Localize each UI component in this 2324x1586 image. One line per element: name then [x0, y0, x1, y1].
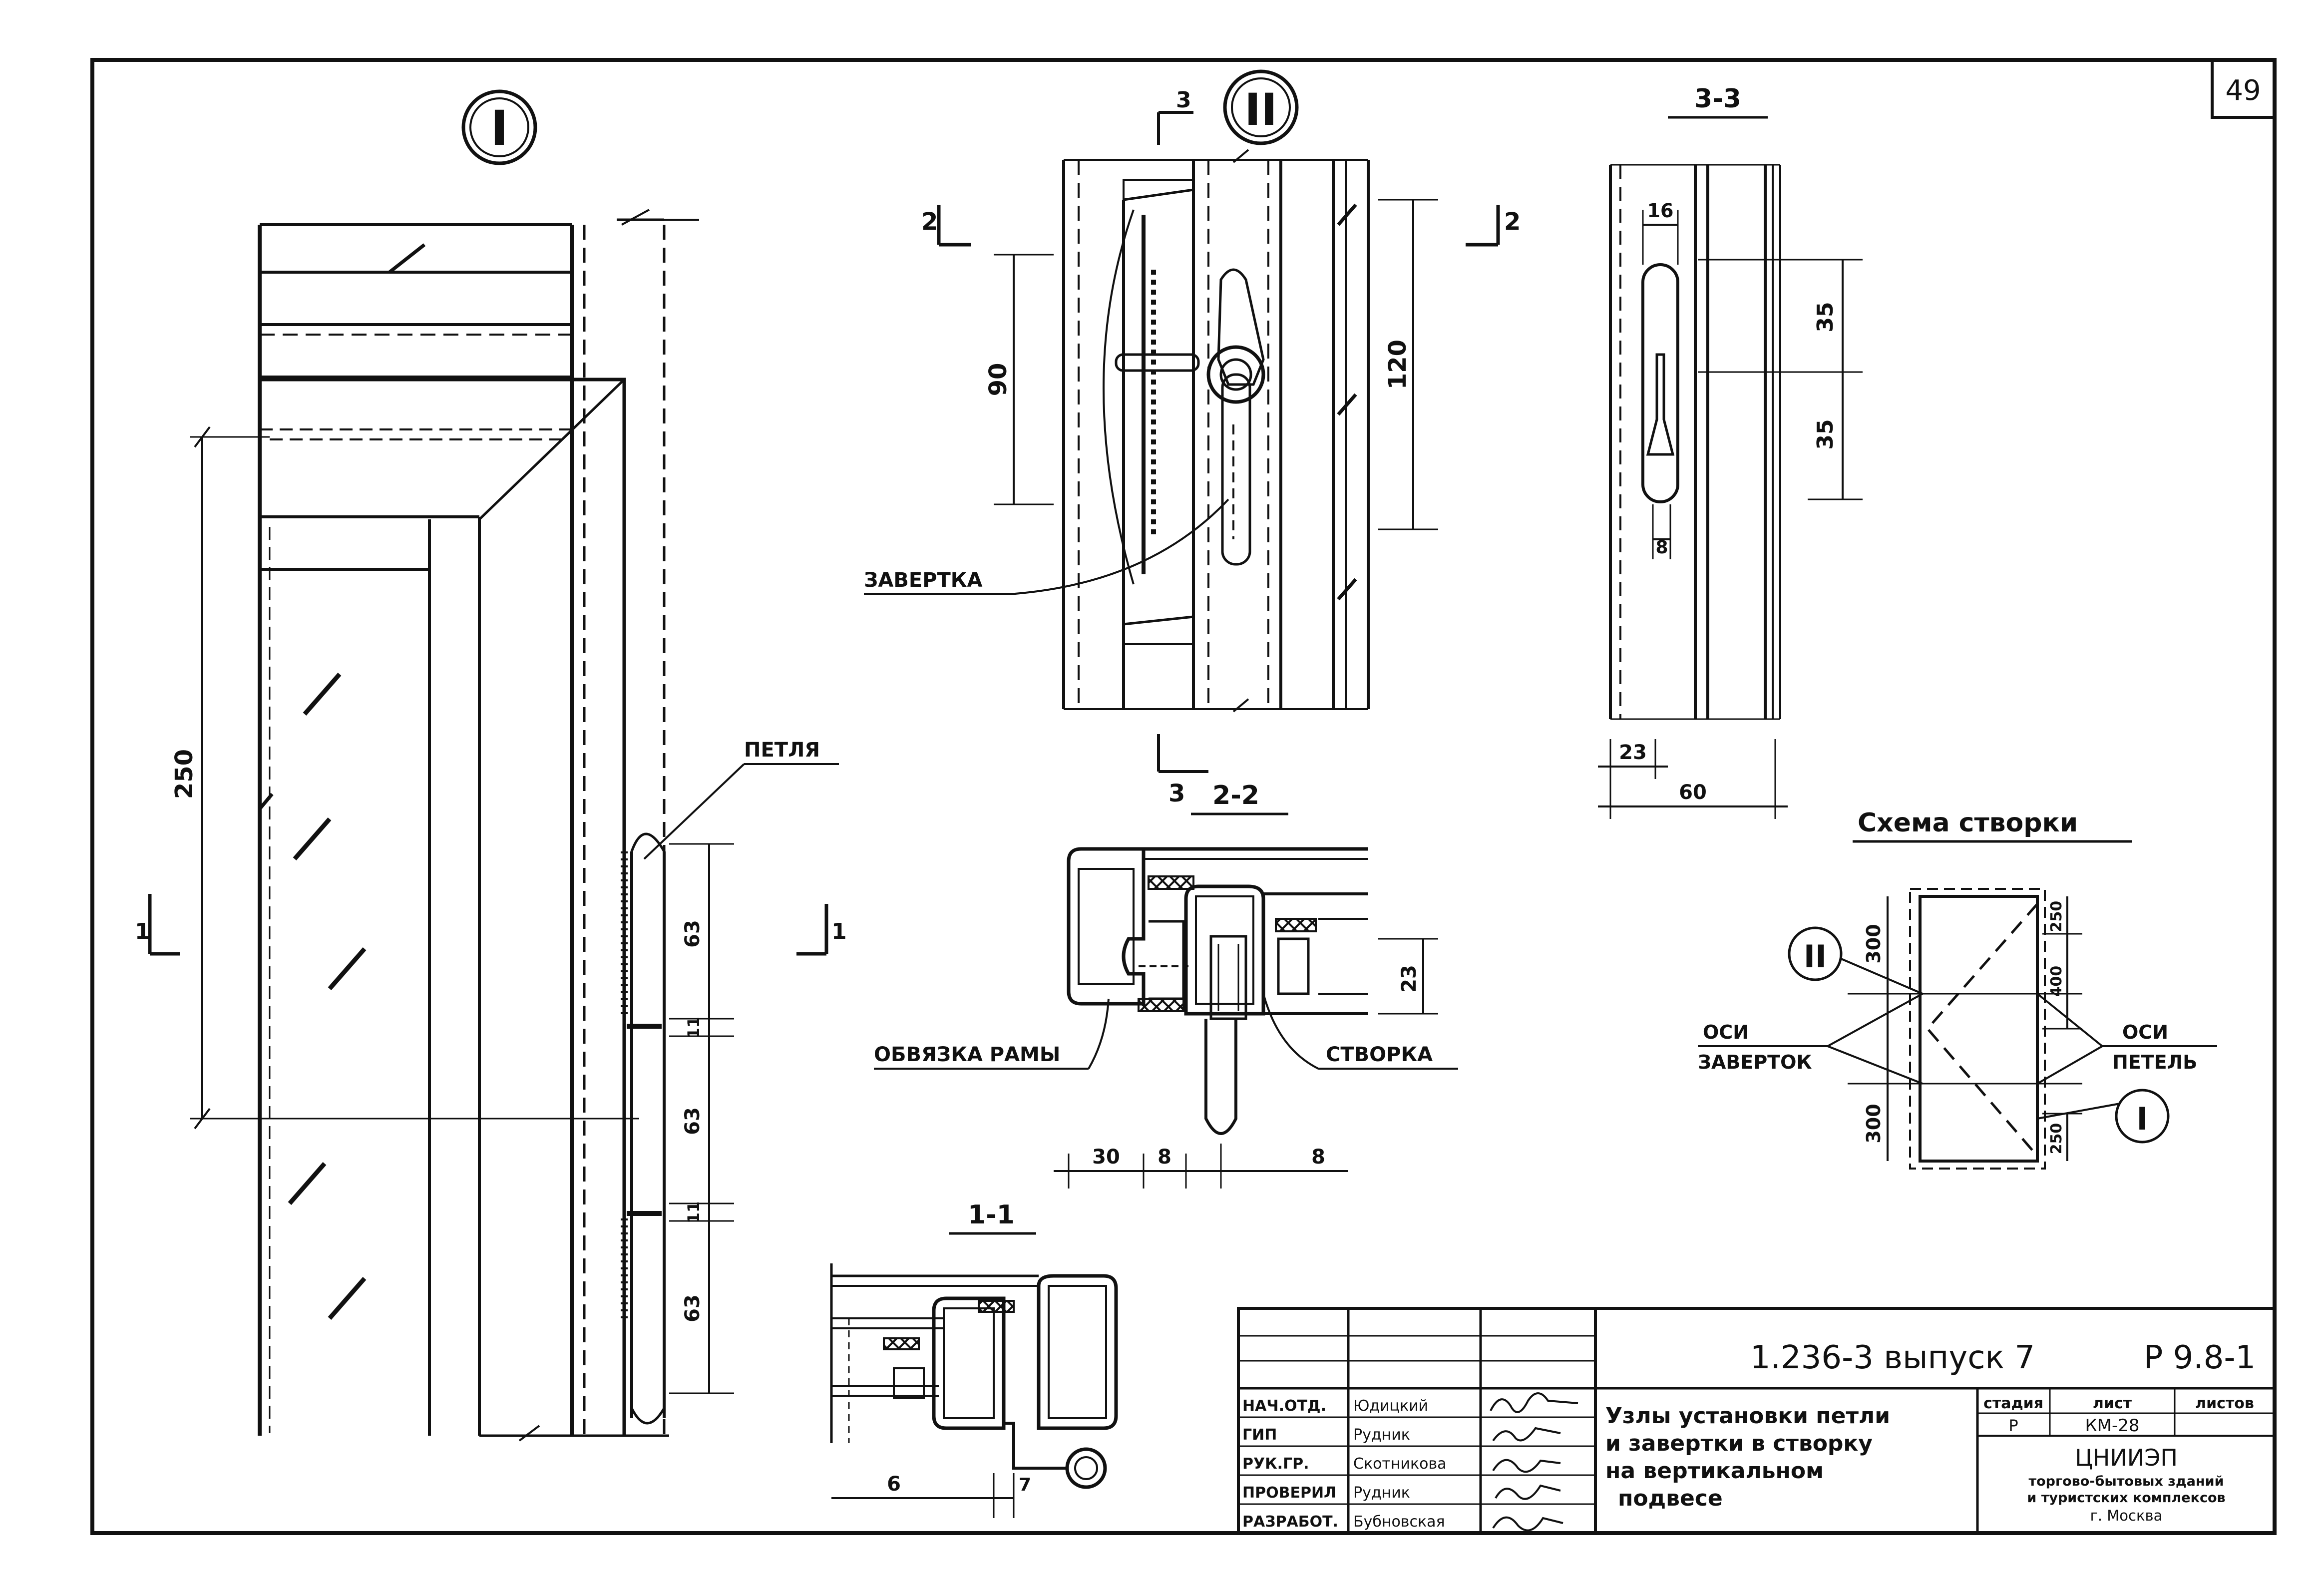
sheets-header: листов	[2195, 1395, 2254, 1412]
scheme-dim-250-b: 250	[2048, 1123, 2065, 1155]
dim-90: 90	[984, 363, 1012, 396]
section-1-1: 1-1 6 7	[830, 1200, 1118, 1518]
title-block: 1.236-3 выпуск 7 Р 9.8-1 Узлы установки …	[1237, 1307, 2276, 1535]
title-line-3: на вертикальном	[1605, 1458, 1824, 1484]
dim-60: 60	[1679, 781, 1707, 804]
scheme-title: Схема створки	[1858, 808, 2078, 838]
role-1: ГИП	[1242, 1426, 1277, 1444]
cut-1-left: 1	[135, 894, 180, 956]
dim-16: 16	[1647, 200, 1674, 222]
stage-value: Р	[2008, 1416, 2018, 1435]
name-2: Скотникова	[1353, 1455, 1447, 1473]
dim-120: 120	[1384, 340, 1412, 390]
role-2: РУК.ГР.	[1242, 1455, 1309, 1473]
latch-axes-label-2: ЗАВЕРТОК	[1698, 1051, 1812, 1073]
dim-8-slot: 8	[1655, 537, 1668, 558]
dim-63-b: 63	[681, 1107, 704, 1135]
dim-6: 6	[887, 1473, 901, 1496]
scheme-marker-2: II	[1804, 938, 1827, 975]
cut-1-right-label: 1	[831, 919, 847, 944]
dim-11-a: 11	[684, 1017, 703, 1039]
node-2-marker: II	[1244, 84, 1277, 135]
node-2-view: II 3 3 2 2	[864, 69, 1521, 807]
hinge-axes-label-2: ПЕТЕЛЬ	[2112, 1051, 2197, 1073]
scheme-dim-300-a: 300	[1863, 924, 1885, 963]
node-1-view: I	[135, 89, 847, 1442]
sheet-number: 49	[2225, 74, 2261, 107]
frame-rail-label: ОБВЯЗКА РАМЫ	[874, 1043, 1060, 1066]
dim-8-b: 8	[1311, 1146, 1325, 1169]
role-0: НАЧ.ОТД.	[1242, 1397, 1326, 1415]
dim-23-sash: 23	[1398, 965, 1421, 993]
glass-hatch	[258, 243, 426, 1320]
org-name: ЦНИИЭП	[2075, 1444, 2178, 1471]
node-1-marker: I	[490, 100, 508, 156]
dim-30: 30	[1092, 1146, 1120, 1169]
dim-63-a: 63	[681, 920, 704, 948]
stage-header: стадия	[1983, 1395, 2043, 1412]
dim-7: 7	[1019, 1475, 1031, 1495]
sheet-frame: 49	[90, 58, 2277, 1535]
scheme-marker-1: I	[2136, 1101, 2148, 1137]
org-line-4: г. Москва	[2090, 1507, 2163, 1524]
cut-2-right-label: 2	[1504, 208, 1521, 236]
hinge-label: ПЕТЛЯ	[744, 739, 820, 762]
title-line-4: подвесе	[1618, 1486, 1723, 1511]
hinge-axes-label-1: ОСИ	[2122, 1021, 2168, 1043]
name-4: Бубновская	[1353, 1513, 1445, 1531]
scheme-dim-400: 400	[2048, 966, 2065, 997]
cut-2-left-label: 2	[921, 208, 938, 236]
signatures	[1490, 1392, 1578, 1532]
doc-code: 1.236-3 выпуск 7	[1750, 1339, 2035, 1376]
latch-label: ЗАВЕРТКА	[864, 569, 982, 592]
section-2-2-title: 2-2	[1212, 781, 1259, 810]
cut-3-bottom-label: 3	[1168, 780, 1185, 807]
hinge-dims: 63 11 63 11 63	[669, 843, 734, 1394]
dim-250-label: 250	[170, 749, 198, 799]
cut-1-right: 1	[796, 904, 847, 956]
dim-35-b: 35	[1813, 419, 1838, 449]
dim-8-a: 8	[1158, 1146, 1171, 1169]
title-line-1: Узлы установки петли	[1605, 1403, 1890, 1429]
section-1-1-title: 1-1	[968, 1200, 1015, 1230]
dim-63-c: 63	[681, 1294, 704, 1322]
sheet-header: лист	[2093, 1395, 2132, 1412]
hinge-strip	[621, 832, 666, 1425]
hinge-callout: ПЕТЛЯ	[643, 739, 839, 860]
dim-11-b: 11	[684, 1201, 703, 1224]
sash-scheme: Схема створки 300 300 250 400 250 II I О…	[1698, 808, 2217, 1170]
scheme-dim-250-a: 250	[2048, 901, 2065, 932]
section-3-3-title: 3-3	[1694, 84, 1741, 114]
org-line-2: торгово-бытовых зданий	[2028, 1474, 2224, 1489]
title-line-2: и завертки в створку	[1605, 1431, 1873, 1456]
cut-1-left-label: 1	[135, 919, 150, 944]
org-line-3: и туристских комплексов	[2027, 1490, 2225, 1506]
name-3: Рудник	[1353, 1484, 1410, 1502]
dim-23: 23	[1619, 741, 1647, 764]
section-3-3: 3-3 16 8 35 35 23 60	[1598, 84, 1863, 819]
role-4: РАЗРАБОТ.	[1242, 1513, 1338, 1531]
cut-3-top-label: 3	[1176, 87, 1191, 113]
section-2-2: 2-2 23 30 8 8	[874, 781, 1458, 1189]
name-1: Рудник	[1353, 1426, 1410, 1444]
sheet-value: КМ-28	[2085, 1416, 2139, 1436]
latch-axes-label-1: ОСИ	[1703, 1021, 1749, 1043]
dim-250: 250	[170, 426, 639, 1130]
scheme-dim-300-b: 300	[1863, 1104, 1885, 1143]
sash-label: СТВОРКА	[1326, 1043, 1433, 1066]
role-3: ПРОВЕРИЛ	[1242, 1484, 1336, 1502]
dim-35-a: 35	[1813, 302, 1838, 332]
sheet-code: Р 9.8-1	[2144, 1339, 2256, 1376]
name-0: Юдицкий	[1353, 1397, 1428, 1415]
